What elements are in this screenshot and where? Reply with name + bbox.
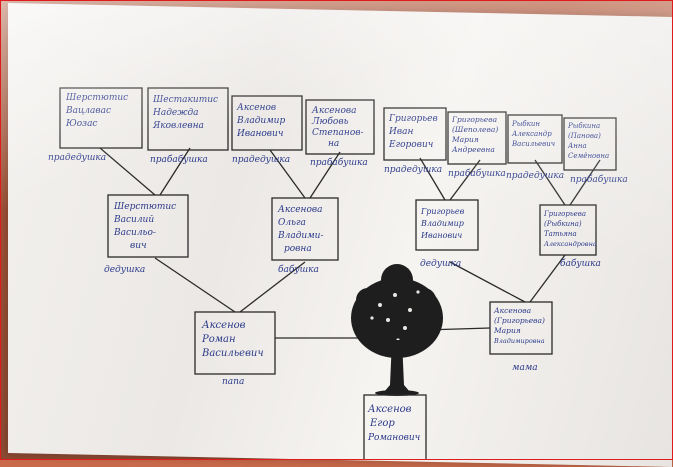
person-name-line: Мария [493,326,521,335]
person-name-line: Егор [369,418,395,429]
person-name-line: Шерстютис [65,93,128,103]
person-name-line: Владимировна [493,337,545,345]
person-name-line: Аксенов [367,404,412,415]
person-name-line: Иван [388,127,413,137]
person-name-line: Иванович [420,231,462,240]
person-name-line: Вацлавас [65,106,111,116]
person-name-line: Григорьев [388,114,438,124]
person-name-line: Семёновна [568,152,609,160]
person-name-line: Владимир [420,219,464,228]
person-name-line: (Шеполева) [452,125,498,134]
person-name-line: Александровна [543,240,597,248]
role-label: прадедушка [384,165,442,175]
grandparents-row: Шерстютис Василий Васильо- вич дедушка А… [104,194,601,275]
person-name-line: Ольга [278,218,306,228]
person-name-line: Юозас [65,119,97,129]
person-name-line: Егорович [388,140,433,150]
great-grandparents-row: Шерстютис Вацлавас Юозас прадедушка Шест… [48,87,628,185]
person-name-line: Роман [201,334,236,345]
tree-connectors [99,147,601,395]
person-name-line: Яковлевна [152,121,204,131]
person-name-line: (Панова) [568,132,601,140]
person-name-line: Александр [511,130,552,138]
person-name-line: Василий [113,215,154,225]
person-name-line: Григорьева [451,115,497,124]
person-name-line: на [328,139,339,149]
person-name-line: Аксенов [236,103,276,113]
person-name-line: Татьяна [544,230,577,238]
tree-illustration [351,264,443,396]
person-name-line: Степанов- [312,128,364,138]
role-label: прабабушка [310,157,368,168]
person-name-line: Шерстютис [113,202,176,212]
person-name-line: Аксенов [201,320,246,331]
person-name-line: Аксенова [311,106,357,116]
person-name-line: Мария [451,135,479,144]
role-label: прадедушка [506,171,564,181]
person-name-line: Владими- [277,231,324,241]
person-name-line: Иванович [236,129,283,139]
person-name-line: (Рыбкина) [544,220,582,228]
person-name-line: Андреевна [451,145,495,154]
role-label: мама [512,363,538,373]
person-name-line: Надежда [152,108,199,118]
person-name-line: Васильевич [511,140,555,148]
person-name-line: Григорьев [420,207,465,216]
person-name-line: Рыбкин [511,120,540,128]
person-name-line: Любовь [311,116,349,127]
person-name-line: Васильо- [113,228,156,238]
role-label: прабабушка [448,168,506,179]
person-name-line: Романович [367,433,420,443]
person-name-line: ровна [284,244,312,254]
role-label: прадедушка [48,153,106,163]
person-name-line: Аксенова [493,306,531,315]
role-label: бабушка [278,264,319,275]
role-label: прадедушка [232,155,290,165]
person-name-line: Шестакитис [152,95,218,105]
person-name-line: Владимир [236,116,285,126]
role-label: папа [222,377,244,387]
person-name-line: (Григорьева) [494,316,545,325]
person-name-line: вич [130,241,147,251]
person-name-line: Васильевич [201,348,264,359]
person-name-line: Анна [567,142,587,150]
person-name-line: Григорьева [543,210,586,218]
role-label: дедушка [104,265,145,275]
role-label: дедушка [420,259,461,269]
role-label: бабушка [560,258,601,269]
child-group: Аксенов Егор Романович [363,394,427,460]
person-name-line: Рыбкина [567,122,600,130]
role-label: прабабушка [570,174,628,185]
role-label: прабабушка [150,154,208,165]
person-name-line: Аксенова [277,205,323,215]
